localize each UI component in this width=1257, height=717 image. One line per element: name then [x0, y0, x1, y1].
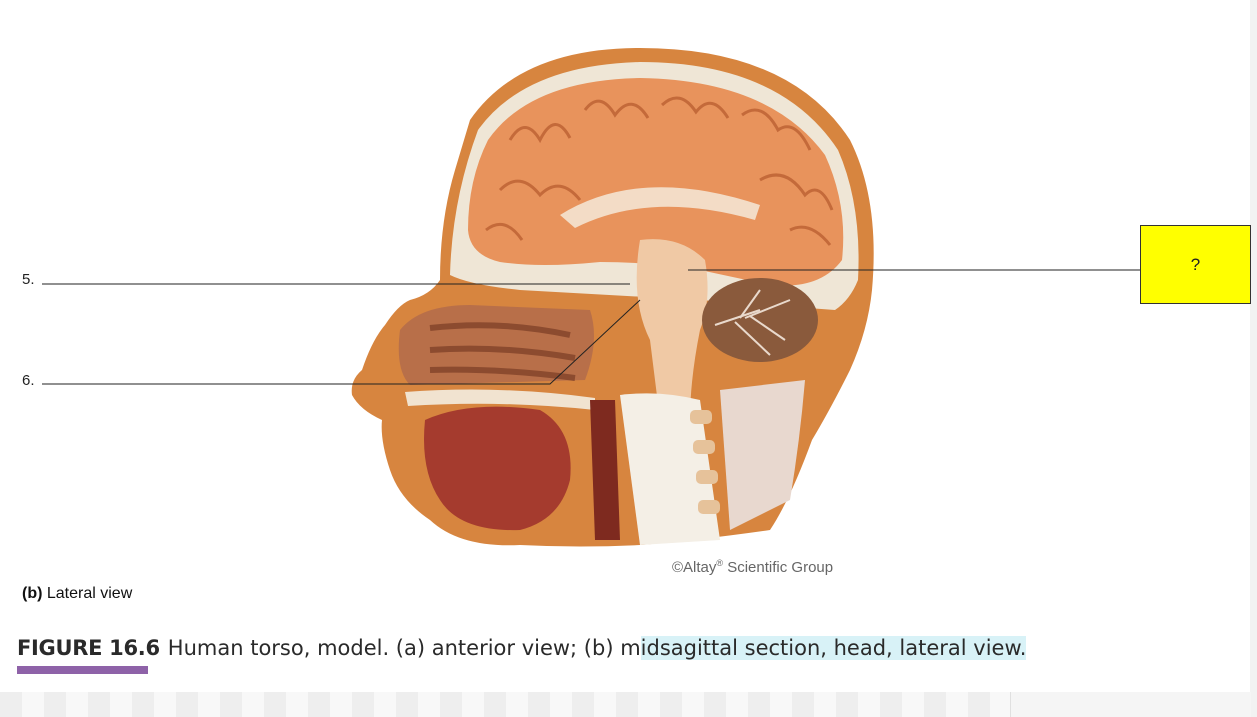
palate: [405, 389, 595, 410]
cerebrum: [468, 78, 844, 286]
answer-box-text: ?: [1190, 254, 1201, 274]
gyri: [485, 96, 834, 246]
brainstem: [636, 239, 708, 420]
corpus-callosum: [560, 187, 760, 228]
tongue: [424, 406, 571, 531]
credit-reg: ®: [716, 558, 724, 568]
panel-letter: (b): [22, 585, 43, 602]
label-6: 6.: [22, 372, 35, 389]
leader-line-6: [42, 299, 641, 385]
figure-number-underline: [17, 666, 148, 674]
panel-label: (b) Lateral view: [22, 585, 132, 603]
answer-box[interactable]: ?: [1140, 225, 1251, 304]
credit-prefix: ©Altay: [672, 559, 717, 576]
spinal-column: [620, 393, 720, 545]
image-credit: ©Altay® Scientific Group: [672, 558, 833, 576]
caption-text: Human torso, model. (a) anterior view; (…: [167, 636, 641, 660]
figure-caption: FIGURE 16.6 Human torso, model. (a) anter…: [17, 636, 1027, 660]
footer-strip: [0, 692, 1010, 717]
label-5: 5.: [22, 271, 35, 288]
caption-highlighted-text[interactable]: idsagittal section, head, lateral view.: [640, 636, 1027, 660]
figure-number: FIGURE 16.6: [17, 636, 160, 660]
credit-suffix: Scientific Group: [723, 559, 834, 576]
footer-right-panel: [1010, 692, 1251, 717]
arbor-vitae: [714, 289, 791, 356]
panel-text: Lateral view: [42, 585, 133, 602]
cerebellum: [702, 278, 818, 362]
neck-muscles: [720, 380, 805, 530]
page-edge: [1250, 0, 1257, 717]
conchae: [429, 322, 576, 381]
vertebrae: [690, 410, 720, 514]
pharynx: [590, 400, 620, 540]
